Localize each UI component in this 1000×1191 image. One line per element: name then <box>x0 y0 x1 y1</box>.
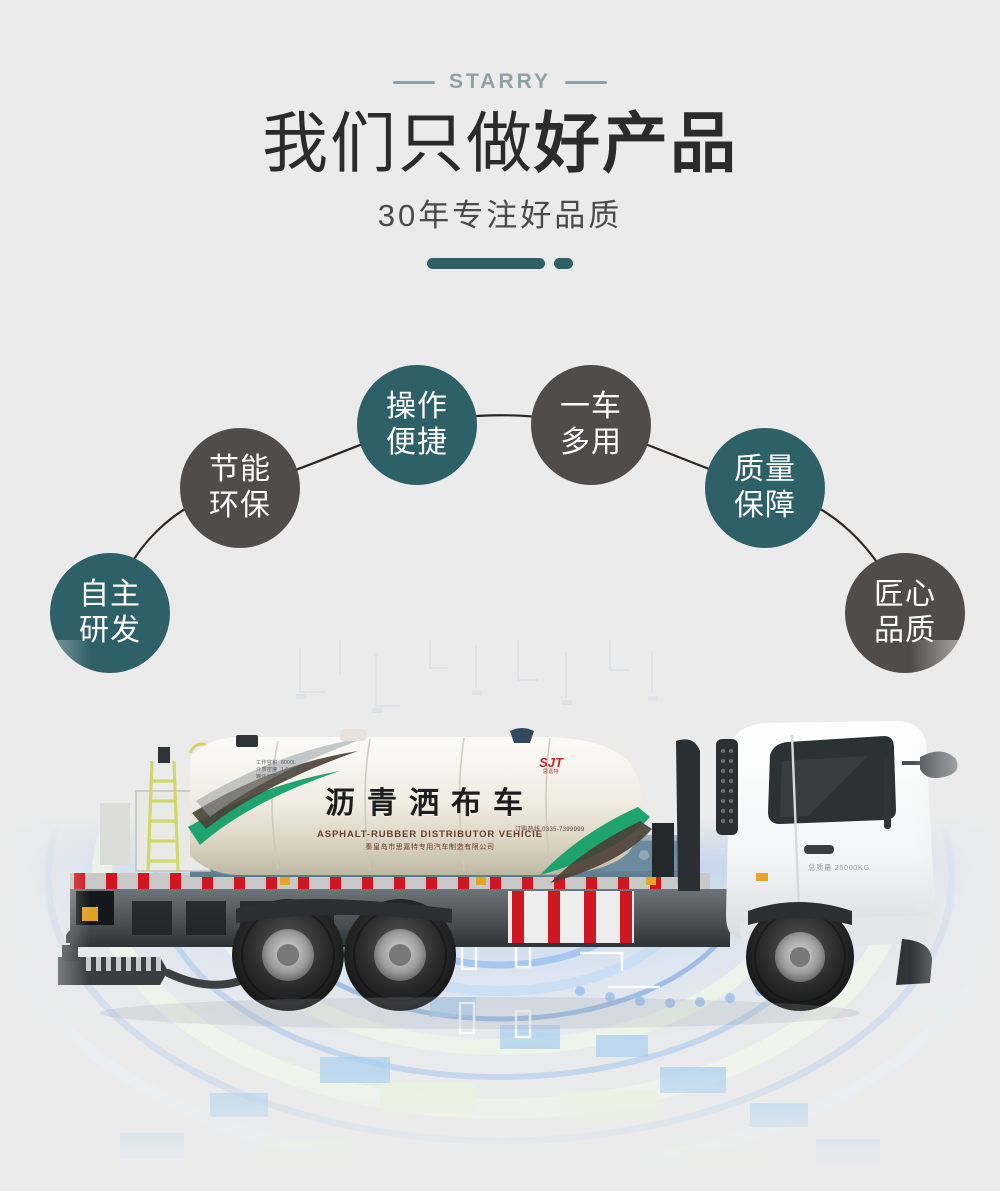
brand-dash-right-icon <box>565 80 607 84</box>
feature-circle-3-line1: 一车 <box>560 390 622 423</box>
brand-dash-left-icon <box>393 80 435 84</box>
cab-weight-label: 总质量 25000KG <box>808 863 870 872</box>
asphalt-distributor-truck-image <box>58 721 958 1029</box>
divider-bar-icon <box>427 258 545 269</box>
feature-circle-2-line2: 便捷 <box>386 426 448 459</box>
tech-lines-decoration-icon <box>296 640 658 713</box>
feature-circle-3[interactable]: 一车 多用 <box>531 365 651 485</box>
feature-circle-3-line2: 多用 <box>560 426 622 459</box>
feature-circle-4[interactable]: 质量 保障 <box>705 428 825 548</box>
section-divider <box>0 258 1000 269</box>
sjt-logo-mark: SJT <box>539 755 563 770</box>
page-subtitle: 30年专注好品质 <box>377 198 623 233</box>
asphalt-tank <box>188 728 652 883</box>
feature-circle-1[interactable]: 节能 环保 <box>180 428 300 548</box>
divider-dot-icon <box>554 258 573 269</box>
wheels <box>232 899 854 1011</box>
feature-circle-2[interactable]: 操作 便捷 <box>357 365 477 485</box>
feature-circle-4-line2: 保障 <box>734 489 796 522</box>
feature-circle-0[interactable]: 自主 研发 <box>50 553 170 673</box>
feature-circle-4-line1: 质量 <box>734 453 796 486</box>
tank-phone-label: 订购热线 <box>515 827 541 833</box>
feature-circle-1-line1: 节能 <box>209 453 271 486</box>
product-image-stage: 工作容积 8000L 介质密度 1.0g/cm³ 罐体材质 碳钢 沥青洒布车 A… <box>0 640 1000 1191</box>
feature-circle-2-line1: 操作 <box>386 390 448 423</box>
headline-light-part: 我们只做 <box>262 106 534 180</box>
feature-circle-0-line1: 自主 <box>79 578 141 611</box>
feature-arc: 自主 研发 节能 环保 操作 便捷 一车 多用 质量 保障 匠心 品质 <box>0 340 1000 680</box>
feature-circle-5-line1: 匠心 <box>874 578 936 611</box>
sjt-logo: SJT 思嘉特 <box>528 756 574 776</box>
tank-phone-value: 0335-7399999 <box>542 827 585 833</box>
headline-bold-part: 好产品 <box>534 106 738 180</box>
brand-name: STARRY <box>449 70 551 93</box>
page-title: 我们只做好产品 <box>0 104 1000 182</box>
tank-phone-number: 订购热线 0335-7399999 <box>515 824 584 833</box>
sjt-logo-subtext: 思嘉特 <box>543 769 559 775</box>
feature-circle-1-line2: 环保 <box>209 489 271 522</box>
brand-logo-row: STARRY <box>0 70 1000 94</box>
truck-cab <box>716 721 958 985</box>
tank-spec-text: 工作容积 8000L 介质密度 1.0g/cm³ 罐体材质 碳钢 <box>256 760 303 780</box>
